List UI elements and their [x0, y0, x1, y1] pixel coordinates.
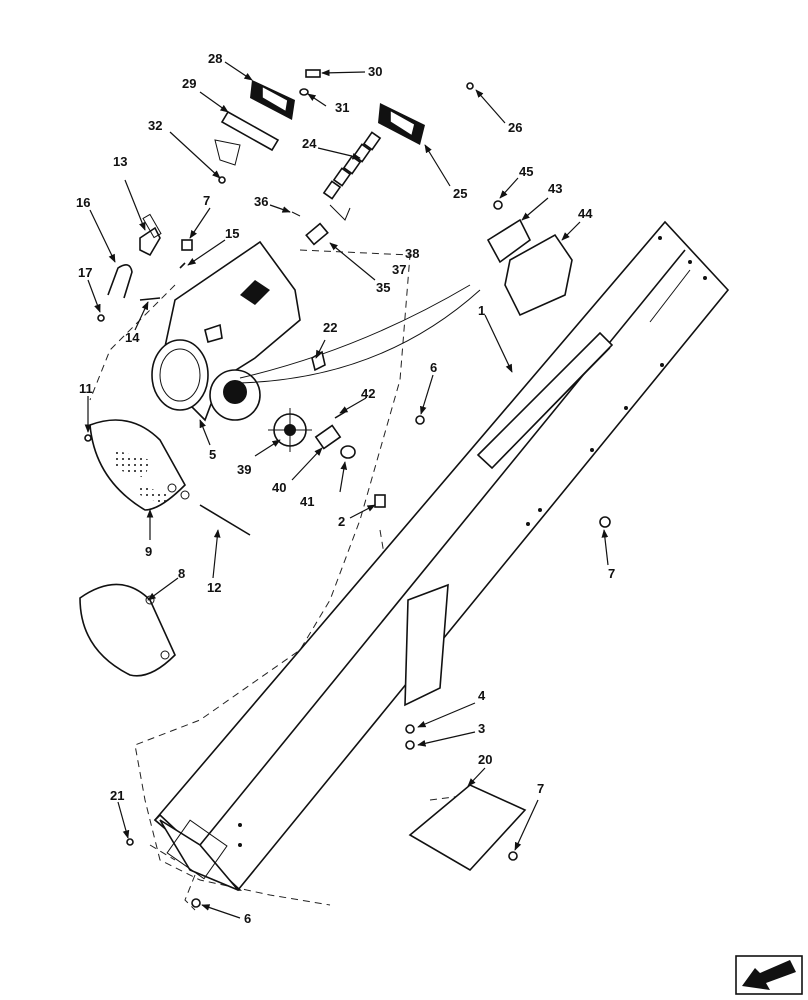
- part-label: 28: [208, 51, 222, 66]
- part-label: 7: [537, 781, 544, 796]
- left-parts: [84, 213, 193, 442]
- part-label: 31: [335, 100, 349, 115]
- part-label: 42: [361, 386, 375, 401]
- part-label: 22: [323, 320, 337, 335]
- part-label: 13: [113, 154, 127, 169]
- head-housing: [151, 240, 481, 422]
- right-parts: [126, 200, 611, 908]
- main-tube-assembly: [153, 220, 730, 892]
- wear-plate: [404, 583, 449, 707]
- part-label: 30: [368, 64, 382, 79]
- part-label: 8: [178, 566, 185, 581]
- part-label: 12: [207, 580, 221, 595]
- leader-arrows: [84, 61, 609, 919]
- part-label: 6: [430, 360, 437, 375]
- shield-upper: [79, 583, 176, 677]
- part-label: 39: [237, 462, 251, 477]
- part-label: 36: [254, 194, 268, 209]
- part-label: 44: [578, 206, 593, 221]
- part-label: 3: [478, 721, 485, 736]
- part-label: 35: [376, 280, 390, 295]
- part-label: 45: [519, 164, 533, 179]
- sprocket-assembly: [268, 408, 356, 459]
- part-label: 21: [110, 788, 124, 803]
- part-label: 6: [244, 911, 251, 926]
- part-label: 20: [478, 752, 492, 767]
- part-labels: 28 30 29 31 26 32 24 25 13 7 36 45 43 16…: [76, 51, 615, 926]
- part-label: 37: [392, 262, 406, 277]
- part-label: 15: [225, 226, 239, 241]
- part-label: 25: [453, 186, 467, 201]
- part-label: 7: [608, 566, 615, 581]
- part-label: 5: [209, 447, 216, 462]
- part-label: 9: [145, 544, 152, 559]
- part-label: 4: [478, 688, 486, 703]
- part-label: 2: [338, 514, 345, 529]
- shield-lower: [89, 419, 190, 511]
- part-label: 11: [79, 381, 93, 396]
- part-label: 26: [508, 120, 522, 135]
- part-label: 17: [78, 265, 92, 280]
- part-label: 16: [76, 195, 90, 210]
- rod: [199, 504, 251, 536]
- part-label: 43: [548, 181, 562, 196]
- part-label: 7: [203, 193, 210, 208]
- top-small-parts: [214, 69, 474, 246]
- part-label: 40: [272, 480, 286, 495]
- part-label: 32: [148, 118, 162, 133]
- part-label: 24: [302, 136, 317, 151]
- view-direction-icon: [735, 955, 803, 995]
- part-label: 38: [405, 246, 419, 261]
- part-label: 41: [300, 494, 314, 509]
- part-label: 14: [125, 330, 140, 345]
- part-label: 1: [478, 303, 485, 318]
- part-label: 29: [182, 76, 196, 91]
